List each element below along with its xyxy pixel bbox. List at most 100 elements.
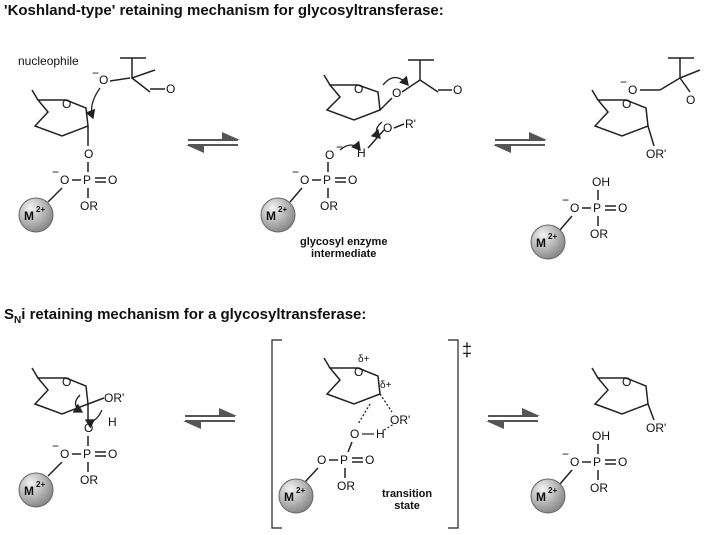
transition-state: ‡ O δ+ δ+ OR' O H P O OR O M 2+ [271, 339, 472, 529]
left-bracket [271, 339, 282, 529]
or-group-ts: OR [337, 479, 355, 493]
phosphate-minus-1c: − [562, 193, 569, 207]
equilibrium-arrow-3 [183, 408, 237, 429]
or-prime-2c: OR' [646, 421, 666, 435]
metal-charge-2a: 2+ [36, 480, 45, 489]
transition-caption-line2: state [394, 500, 420, 512]
ring-oxygen-1a: O [62, 97, 71, 111]
metal-ion-1b [260, 197, 296, 233]
phosphorus-2c: P [593, 455, 601, 469]
metal-ion-ts [278, 478, 314, 514]
phosphate-oxygen-2c: O [570, 455, 579, 469]
or-prime-2a: OR' [104, 391, 124, 405]
carbonyl-oxygen-1c: O [686, 93, 695, 107]
metal-symbol-1b: M [266, 209, 276, 223]
ester-oxygen-1b: O [392, 86, 401, 100]
oh-group-1c: OH [592, 175, 610, 189]
phosphate-oxygen-2a: O [60, 447, 69, 461]
metal-charge-2c: 2+ [548, 486, 557, 495]
phosphoryl-oxygen-2c: O [618, 455, 627, 469]
metal-symbol-2c: M [536, 490, 546, 504]
or-group-2c: OR [590, 481, 608, 495]
metal-symbol-1c: M [536, 236, 546, 250]
koshland-products: O − O O OR' OH P O OR O − M 2+ [530, 57, 701, 260]
phosphorus-ts: P [340, 453, 348, 467]
ring-oxygen-ts: O [354, 365, 363, 379]
phosphorus-1b: P [323, 173, 331, 187]
delta-plus-carbon: δ+ [380, 380, 392, 391]
metal-charge-1b: 2+ [278, 205, 287, 214]
ring-oxygen-2c: O [622, 375, 631, 389]
ring-oxygen-2a: O [62, 375, 71, 389]
carboxylate-oxygen: O [99, 73, 108, 87]
phosphate-o-minus-1b: O [325, 148, 334, 162]
phosphoryl-oxygen-2a: O [108, 447, 117, 461]
phosphate-oxygen-ts: O [317, 453, 326, 467]
phosphate-minus-1b: − [292, 165, 299, 179]
phosphorus-2a: P [83, 447, 91, 461]
sni-products: O OR' OH P O OR O − M 2+ [530, 367, 666, 514]
phosphate-oxygen-1b: O [300, 173, 309, 187]
phosphate-oxygen-bridge-ts: O [350, 427, 359, 441]
or-group-2a: OR [80, 473, 98, 487]
ester-carbonyl-oxygen-1b: O [453, 83, 462, 97]
phosphorus-1c: P [593, 201, 601, 215]
equilibrium-arrow-2 [493, 132, 547, 153]
metal-ion-2a [18, 472, 54, 508]
transition-state-caption: transition state [382, 488, 432, 512]
glycosidic-oxygen-2a: O [84, 421, 93, 435]
glycosyl-intermediate: O O O H O R' O − P O OR O − M 2+ [260, 59, 462, 233]
ring-oxygen-1b: O [354, 82, 363, 96]
koshland-section-title: 'Koshland-type' retaining mechanism for … [4, 2, 444, 19]
oh-group-2c: OH [592, 429, 610, 443]
phosphate-minus-2a: − [52, 439, 59, 453]
phosphorus-1a: P [83, 173, 91, 187]
metal-ion-2c [530, 478, 566, 514]
metal-symbol-ts: M [284, 490, 294, 504]
or-prime-1c: OR' [646, 147, 666, 161]
glycosyl-intermediate-caption: glycosyl enzyme intermediate [300, 236, 387, 260]
metal-charge-ts: 2+ [296, 486, 305, 495]
carbonyl-oxygen: O [166, 82, 175, 96]
equilibrium-arrow-4 [486, 408, 540, 429]
or-group-1a: OR [80, 199, 98, 213]
hydrogen-1b: H [357, 146, 366, 160]
or-group-1c: OR [590, 227, 608, 241]
phosphoryl-oxygen-1c: O [618, 201, 627, 215]
sni-title-prefix: S [4, 306, 15, 323]
or-group-1b: OR [320, 199, 338, 213]
phosphoryl-oxygen-1a: O [108, 173, 117, 187]
carboxylate-minus: − [92, 66, 99, 80]
sni-title-rest: i retaining mechanism for a glycosyltran… [21, 306, 367, 323]
or-prime-ts: OR' [390, 413, 410, 427]
ring-oxygen-1c: O [622, 97, 631, 111]
sni-section-title: SNi retaining mechanism for a glycosyltr… [4, 306, 366, 326]
delta-plus-ring: δ+ [358, 354, 370, 365]
phosphate-oxygen-1c: O [570, 201, 579, 215]
phosphate-oxygen-1a: O [60, 173, 69, 187]
metal-ion-1c [530, 224, 566, 260]
glycosyl-caption-line2: intermediate [311, 248, 377, 260]
carboxylate-minus-1c: − [620, 75, 627, 89]
acceptor-oxygen-1b: O [383, 121, 392, 135]
metal-symbol-1a: M [24, 209, 34, 223]
metal-symbol-2a: M [24, 484, 34, 498]
koshland-substrate: nucleophile O − O O O P O OR O − M 2+ [18, 54, 175, 233]
sni-title-subscript: N [14, 315, 22, 326]
hydrogen-ts: H [376, 427, 385, 441]
metal-charge-1c: 2+ [548, 232, 557, 241]
glycosidic-oxygen-1a: O [84, 147, 93, 161]
phosphate-minus-2c: − [562, 447, 569, 461]
phosphate-minus-1a: − [52, 165, 59, 179]
phosphoryl-oxygen-1b: O [348, 173, 357, 187]
phosphate-o-minus-sign-1b: − [336, 140, 343, 154]
double-dagger: ‡ [462, 340, 472, 360]
phosphoryl-oxygen-ts: O [365, 453, 374, 467]
glycosyl-caption-line1: glycosyl enzyme [300, 236, 388, 248]
sni-substrate: O OR' H O P O OR O − M 2+ [18, 367, 124, 508]
hydrogen-2a: H [108, 415, 117, 429]
metal-ion-1a [18, 197, 54, 233]
carboxylate-oxygen-1c: O [628, 83, 637, 97]
acceptor-r-prime-1b: R' [405, 117, 416, 131]
